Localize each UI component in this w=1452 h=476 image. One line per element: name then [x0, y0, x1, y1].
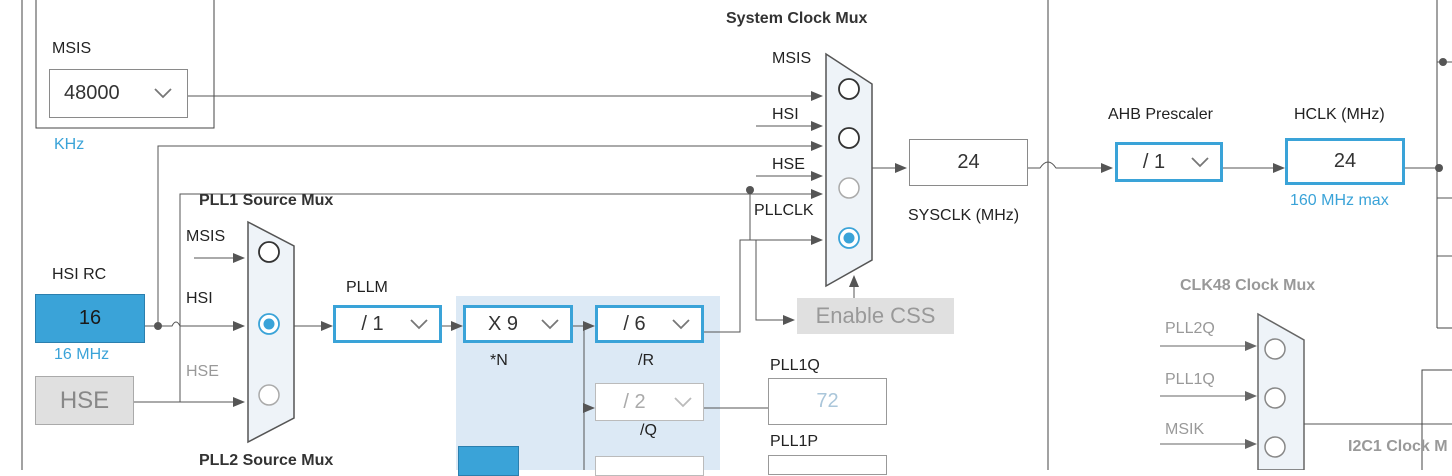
sysclk-value-box: 24: [909, 139, 1028, 186]
chevron-down-icon: [409, 313, 431, 336]
chevron-down-icon: [673, 391, 695, 414]
pllr-label: /R: [638, 352, 654, 369]
hclk-input[interactable]: 24: [1285, 138, 1405, 185]
sysmux-input-hse: HSE: [772, 156, 805, 173]
pllm-value: / 1: [361, 312, 384, 335]
hsi-rc-block: 16: [35, 294, 145, 343]
hse-block[interactable]: HSE: [35, 376, 134, 425]
hclk-value: 24: [1333, 150, 1357, 172]
pll1mux-input-hse: HSE: [186, 363, 219, 380]
pll1mux-radio-msis[interactable]: [256, 239, 282, 265]
msis-label: MSIS: [52, 40, 92, 57]
pll1q-value: 72: [816, 390, 839, 412]
pll1mux-radio-hse[interactable]: [256, 382, 282, 408]
hse-label: HSE: [59, 386, 110, 414]
system-clock-mux-title: System Clock Mux: [726, 10, 868, 27]
msis-freq-value: 48000: [64, 82, 120, 104]
pll2-source-mux-title: PLL2 Source Mux: [199, 452, 334, 469]
hclk-max: 160 MHz max: [1290, 192, 1389, 209]
plln-label: *N: [490, 352, 508, 369]
sysmux-radio-hse[interactable]: [836, 175, 862, 201]
clk48-input-pll1q: PLL1Q: [1165, 371, 1215, 388]
clk48-radio-pll1q[interactable]: [1262, 385, 1288, 411]
ahb-prescaler-value: / 1: [1142, 150, 1166, 173]
pll-aux-chip: [458, 446, 519, 476]
hsi-rc-label: HSI RC: [52, 266, 107, 283]
pll1mux-radio-hsi[interactable]: [256, 311, 282, 337]
pll1-source-mux-title: PLL1 Source Mux: [199, 192, 334, 209]
pllq-select[interactable]: / 2: [595, 383, 704, 421]
pll1q-value-box: 72: [768, 378, 887, 425]
pllr-value: / 6: [623, 312, 646, 335]
clk48-input-msik: MSIK: [1165, 421, 1205, 438]
pllq-label: /Q: [640, 422, 657, 439]
clk48-radio-pll2q[interactable]: [1262, 336, 1288, 362]
msis-freq-select[interactable]: 48000: [49, 69, 188, 118]
pll1mux-input-hsi: HSI: [186, 290, 213, 307]
pll1p-label: PLL1P: [770, 433, 819, 450]
chevron-down-icon: [540, 313, 562, 336]
pll1p-value-box: [768, 455, 887, 475]
chevron-down-icon: [1190, 151, 1212, 174]
sysmux-input-msis: MSIS: [772, 50, 812, 67]
system-clock-mux-shape: [825, 52, 873, 288]
sysmux-input-hsi: HSI: [772, 106, 799, 123]
pll1mux-input-msis: MSIS: [186, 228, 226, 245]
clk48-mux-title: CLK48 Clock Mux: [1180, 277, 1316, 294]
pllp-select[interactable]: [595, 456, 704, 476]
enable-css-label: Enable CSS: [815, 303, 936, 328]
clk48-input-pll2q: PLL2Q: [1165, 320, 1215, 337]
clk48-radio-msik[interactable]: [1262, 434, 1288, 460]
sysmux-radio-pllclk[interactable]: [836, 225, 862, 251]
sysmux-input-pllclk: PLLCLK: [754, 202, 814, 219]
plln-value: X 9: [487, 312, 519, 335]
msis-unit: KHz: [54, 136, 85, 153]
ahb-prescaler-label: AHB Prescaler: [1108, 106, 1213, 123]
sysclk-value: 24: [957, 151, 980, 173]
sysmux-radio-msis[interactable]: [836, 76, 862, 102]
plln-select[interactable]: X 9: [463, 305, 573, 343]
pll1q-label: PLL1Q: [770, 357, 820, 374]
i2c1-mux-title: I2C1 Clock M: [1348, 438, 1448, 455]
chevron-down-icon: [671, 313, 693, 336]
pllq-value: / 2: [623, 390, 646, 413]
pllm-select[interactable]: / 1: [333, 305, 442, 343]
enable-css-button[interactable]: Enable CSS: [797, 298, 954, 334]
hclk-label: HCLK (MHz): [1294, 106, 1385, 123]
sysmux-radio-hsi[interactable]: [836, 125, 862, 151]
chevron-down-icon: [153, 82, 175, 105]
hsi-rc-freq: 16 MHz: [54, 346, 110, 363]
pllm-label: PLLM: [346, 279, 388, 296]
hsi-rc-value: 16: [78, 307, 102, 329]
pllr-select[interactable]: / 6: [595, 305, 704, 343]
ahb-prescaler-select[interactable]: / 1: [1115, 142, 1223, 182]
sysclk-label: SYSCLK (MHz): [908, 207, 1020, 224]
